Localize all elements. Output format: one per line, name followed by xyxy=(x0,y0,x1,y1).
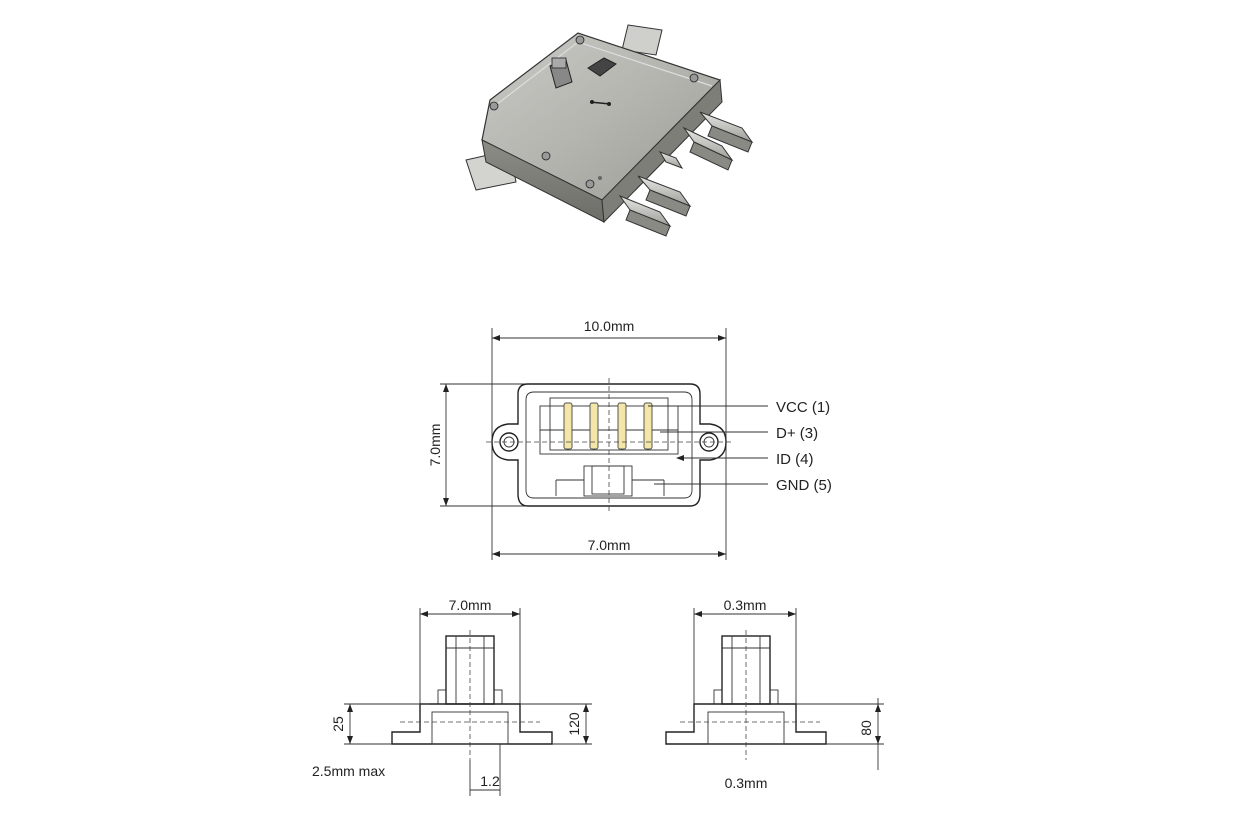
side-view-right: 0.3mm 80 0.3mm xyxy=(665,597,884,791)
side-right-width: 0.3mm xyxy=(724,597,767,613)
pin-2 xyxy=(589,402,599,450)
dim-top-width: 10.0mm xyxy=(584,318,635,334)
side-left-total: 120 xyxy=(566,712,582,736)
connector-outline xyxy=(491,383,727,507)
dim-bottom-width: 7.0mm xyxy=(588,537,631,553)
side-left-width: 7.0mm xyxy=(449,597,492,613)
pin-label-gnd: GND (5) xyxy=(776,477,832,494)
side-right-bottom: 0.3mm xyxy=(725,775,768,791)
pin-label-vcc: VCC (1) xyxy=(776,399,830,416)
lock-bolts xyxy=(618,111,754,237)
pin-4 xyxy=(643,402,653,450)
pin-1 xyxy=(563,402,573,450)
side-left-note: 2.5mm max xyxy=(312,763,385,779)
lock-illustration xyxy=(465,24,754,237)
side-left-tab: 1.2 xyxy=(480,773,500,789)
pin-label-dplus: D+ (3) xyxy=(776,425,818,442)
pin-contacts xyxy=(563,402,653,450)
front-view: 10.0mm 7.0mm 7.0mm xyxy=(427,318,832,560)
side-view-left: 7.0mm 25 120 2.5mm max 1.2 xyxy=(312,597,592,796)
side-left-height: 25 xyxy=(330,716,346,732)
pin-label-id: ID (4) xyxy=(776,451,814,468)
pin-3 xyxy=(617,402,627,450)
side-right-height: 80 xyxy=(858,720,874,736)
dim-height: 7.0mm xyxy=(427,424,443,467)
